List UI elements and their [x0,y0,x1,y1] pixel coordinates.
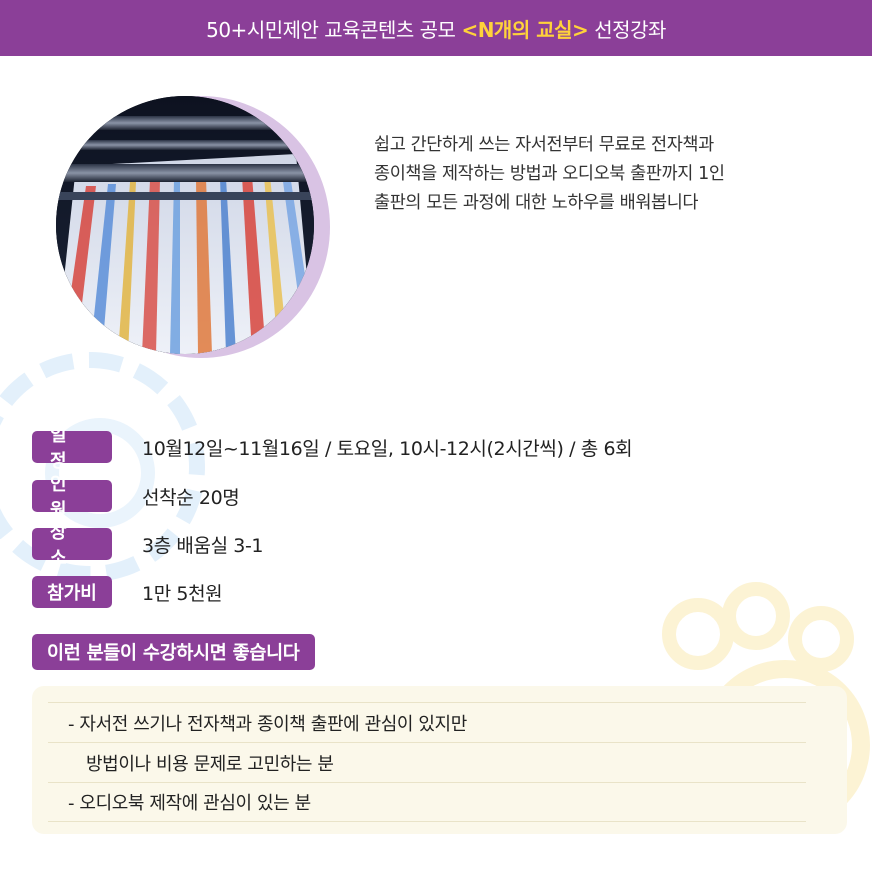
intro-line: 종이책을 제작하는 방법과 오디오북 출판까지 1인 [374,164,725,184]
schedule-row: 일 정 10월12일~11월16일 / 토요일, 10시-12시(2시간씩) /… [32,425,633,472]
target-audience-list: - 자서전 쓰기나 전자책과 종이책 출판에 관심이 있지만 방법이나 비용 문… [48,702,806,822]
location-row: 장 소 3층 배움실 3-1 [32,522,264,569]
capacity-value: 선착순 20명 [142,486,240,509]
fee-value: 1만 5천원 [142,582,223,605]
intro-line: 쉽고 간단하게 쓰는 자서전부터 무료로 전자책과 [374,135,714,155]
title-banner: 50+시민제안 교육콘텐츠 공모 <N개의 교실> 선정강좌 [0,0,872,56]
capacity-row: 인 원 선착순 20명 [32,474,240,521]
location-value: 3층 배움실 3-1 [142,534,264,557]
capacity-label: 인 원 [32,474,112,521]
target-audience-title: 이런 분들이 수강하시면 좋습니다 [32,634,315,670]
location-label: 장 소 [32,522,112,569]
banner-highlight: <N개의 교실> [461,17,589,42]
list-item: - 오디오북 제작에 관심이 있는 분 [48,782,806,822]
banner-suffix: 선정강좌 [594,17,666,42]
schedule-value: 10월12일~11월16일 / 토요일, 10시-12시(2시간씩) / 총 6… [142,437,633,460]
list-item: 방법이나 비용 문제로 고민하는 분 [48,742,806,782]
schedule-label: 일 정 [32,425,112,472]
fee-row: 참가비 1만 5천원 [32,576,223,608]
printing-press-photo [56,96,314,354]
decorative-yellow-ring [722,582,790,650]
banner-prefix: 50+시민제안 교육콘텐츠 공모 [206,17,456,42]
list-item: - 자서전 쓰기나 전자책과 종이책 출판에 관심이 있지만 [48,702,806,742]
intro-line: 출판의 모든 과정에 대한 노하우를 배워봅니다 [374,193,699,213]
fee-label: 참가비 [32,576,112,608]
course-intro: 쉽고 간단하게 쓰는 자서전부터 무료로 전자책과 종이책을 제작하는 방법과 … [374,131,804,218]
target-audience-box [32,686,847,834]
